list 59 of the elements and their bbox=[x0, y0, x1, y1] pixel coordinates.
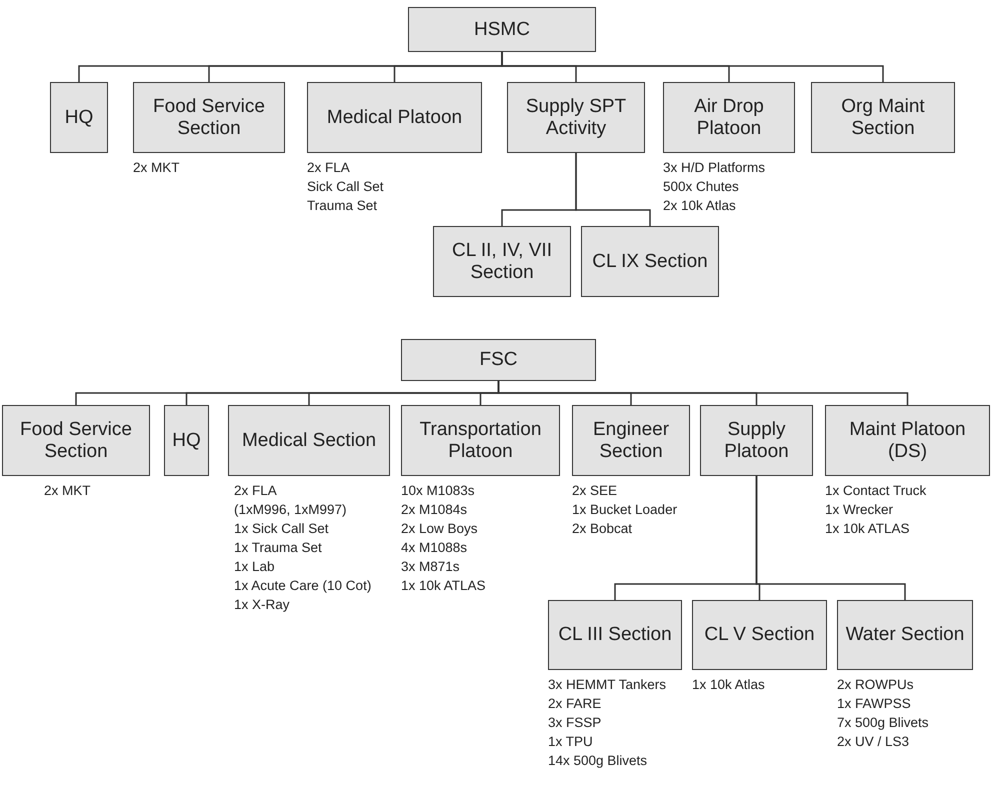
equipment-note: 1x 10k Atlas bbox=[692, 676, 765, 694]
equipment-note: 2x UV / LS3 bbox=[837, 733, 910, 751]
equipment-note: 1x Sick Call Set bbox=[234, 520, 329, 538]
unit-name: Food Service Section bbox=[152, 96, 266, 140]
equipment-note: 2x Bobcat bbox=[572, 520, 632, 538]
equipment-note: 14x 500g Blivets bbox=[548, 752, 648, 770]
unit-name: CL V Section bbox=[703, 624, 816, 646]
equipment-note: 2x FARE bbox=[548, 695, 602, 713]
equipment-note: 2x 10k Atlas bbox=[663, 197, 736, 215]
equipment-note: 2x Low Boys bbox=[401, 520, 478, 538]
unit-name: Supply SPT Activity bbox=[524, 96, 628, 140]
equipment-note: Trauma Set bbox=[307, 197, 378, 215]
connector-line bbox=[575, 153, 651, 226]
unit-name: HQ bbox=[64, 106, 94, 128]
equipment-note: 1x 10k ATLAS bbox=[401, 577, 486, 595]
connector-line bbox=[756, 476, 906, 600]
unit-name: Medical Platoon bbox=[326, 106, 464, 128]
equipment-note: 1x Acute Care (10 Cot) bbox=[234, 577, 372, 595]
equipment-note: 3x HEMMT Tankers bbox=[548, 676, 666, 694]
unit-name: Transportation Platoon bbox=[418, 418, 542, 462]
unit-name: HSMC bbox=[473, 18, 531, 40]
equipment-note: 7x 500g Blivets bbox=[837, 714, 929, 732]
unit-name: Supply Platoon bbox=[723, 418, 790, 462]
equipment-note: 500x Chutes bbox=[663, 178, 739, 196]
equipment-note: 1x TPU bbox=[548, 733, 593, 751]
equipment-note: 3x FSSP bbox=[548, 714, 602, 732]
equipment-note: 1x Wrecker bbox=[825, 501, 894, 519]
equipment-note: 3x M871s bbox=[401, 558, 460, 576]
equipment-note: 2x MKT bbox=[133, 159, 180, 177]
unit-name: FSC bbox=[478, 349, 518, 371]
unit-name: Food Service Section bbox=[19, 418, 133, 462]
unit-name: Air Drop Platoon bbox=[693, 96, 765, 140]
unit-name: Medical Section bbox=[240, 430, 378, 452]
unit-name: Engineer Section bbox=[592, 418, 670, 462]
equipment-note: 1x Contact Truck bbox=[825, 482, 926, 500]
equipment-note: 10x M1083s bbox=[401, 482, 475, 500]
unit-name: HQ bbox=[171, 430, 202, 452]
equipment-note: 2x M1084s bbox=[401, 501, 468, 519]
unit-name: Water Section bbox=[844, 624, 966, 646]
equipment-note: (1xM996, 1xM997) bbox=[234, 501, 347, 519]
unit-name: Org Maint Section bbox=[840, 96, 926, 140]
equipment-note: 4x M1088s bbox=[401, 539, 468, 557]
equipment-note: 2x ROWPUs bbox=[837, 676, 914, 694]
equipment-note: Sick Call Set bbox=[307, 178, 384, 196]
equipment-note: 2x FLA bbox=[234, 482, 277, 500]
equipment-note: 1x FAWPSS bbox=[837, 695, 911, 713]
equipment-note: 1x Lab bbox=[234, 558, 275, 576]
unit-name: CL IX Section bbox=[591, 250, 709, 272]
equipment-note: 3x H/D Platforms bbox=[663, 159, 766, 177]
unit-name: CL II, IV, VII Section bbox=[451, 240, 553, 284]
equipment-note: 1x Trauma Set bbox=[234, 539, 322, 557]
equipment-note: 2x MKT bbox=[44, 482, 91, 500]
equipment-note: 2x FLA bbox=[307, 159, 350, 177]
equipment-note: 1x Bucket Loader bbox=[572, 501, 678, 519]
equipment-note: 2x SEE bbox=[572, 482, 618, 500]
unit-name: CL III Section bbox=[557, 624, 673, 646]
equipment-note: 1x 10k ATLAS bbox=[825, 520, 910, 538]
equipment-note: 1x X-Ray bbox=[234, 596, 290, 614]
unit-name: Maint Platoon (DS) bbox=[848, 418, 967, 462]
